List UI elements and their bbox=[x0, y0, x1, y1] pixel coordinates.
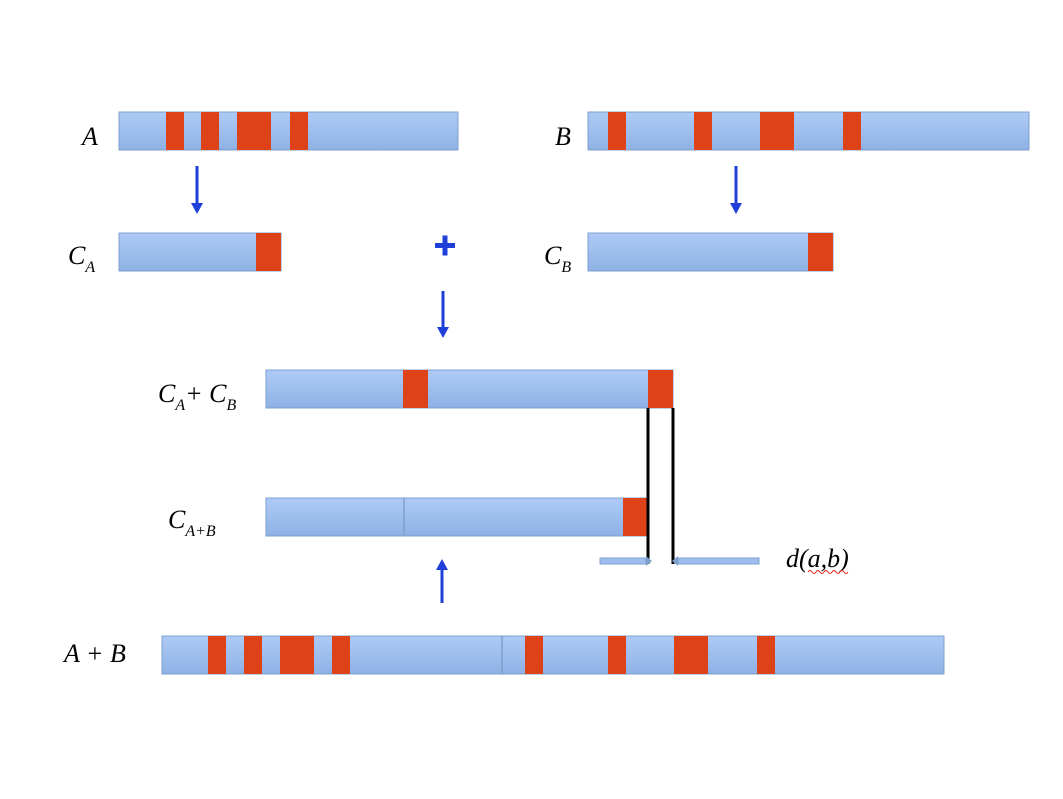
label-c-a-plus-b: CA+B bbox=[168, 505, 216, 540]
arrow-down-icon bbox=[730, 166, 742, 214]
label-b: B bbox=[555, 122, 571, 151]
spellcheck-underline bbox=[807, 570, 849, 574]
segment bbox=[237, 112, 271, 150]
label-a-plus-b: A + B bbox=[62, 639, 126, 668]
bar-cb bbox=[587, 232, 834, 272]
bar-c-a-plus-b bbox=[265, 497, 648, 537]
segment bbox=[166, 112, 184, 150]
label-cb: CB bbox=[544, 241, 571, 276]
segment bbox=[608, 636, 626, 674]
segment bbox=[525, 636, 543, 674]
bar-a bbox=[118, 111, 459, 151]
bar-ca-plus-cb bbox=[265, 369, 674, 409]
segment bbox=[608, 112, 626, 150]
bar-b bbox=[587, 111, 1030, 151]
segment bbox=[403, 370, 428, 408]
segment bbox=[757, 636, 775, 674]
segment bbox=[290, 112, 308, 150]
segment bbox=[332, 636, 350, 674]
label-ca-plus-cb: CA+ CB bbox=[158, 379, 237, 414]
distance-arrows bbox=[599, 556, 760, 566]
segment bbox=[843, 112, 861, 150]
segment bbox=[208, 636, 226, 674]
plus-icon bbox=[435, 235, 455, 256]
label-a: A bbox=[80, 122, 98, 151]
segment bbox=[623, 498, 647, 536]
arrow-down-icon bbox=[437, 291, 449, 338]
bar-a-plus-b bbox=[161, 635, 945, 675]
bar-ca bbox=[118, 232, 282, 272]
segment bbox=[648, 370, 673, 408]
segment bbox=[808, 233, 833, 271]
segment bbox=[256, 233, 281, 271]
segment bbox=[280, 636, 314, 674]
arrow-down-icon bbox=[191, 166, 203, 214]
segment bbox=[244, 636, 262, 674]
label-distance: d(a,b) bbox=[786, 544, 849, 573]
segment bbox=[674, 636, 708, 674]
segment bbox=[694, 112, 712, 150]
segment bbox=[201, 112, 219, 150]
segment bbox=[760, 112, 794, 150]
label-ca: CA bbox=[68, 241, 95, 276]
arrow-up-icon bbox=[436, 559, 448, 603]
distance-lines bbox=[646, 408, 675, 564]
